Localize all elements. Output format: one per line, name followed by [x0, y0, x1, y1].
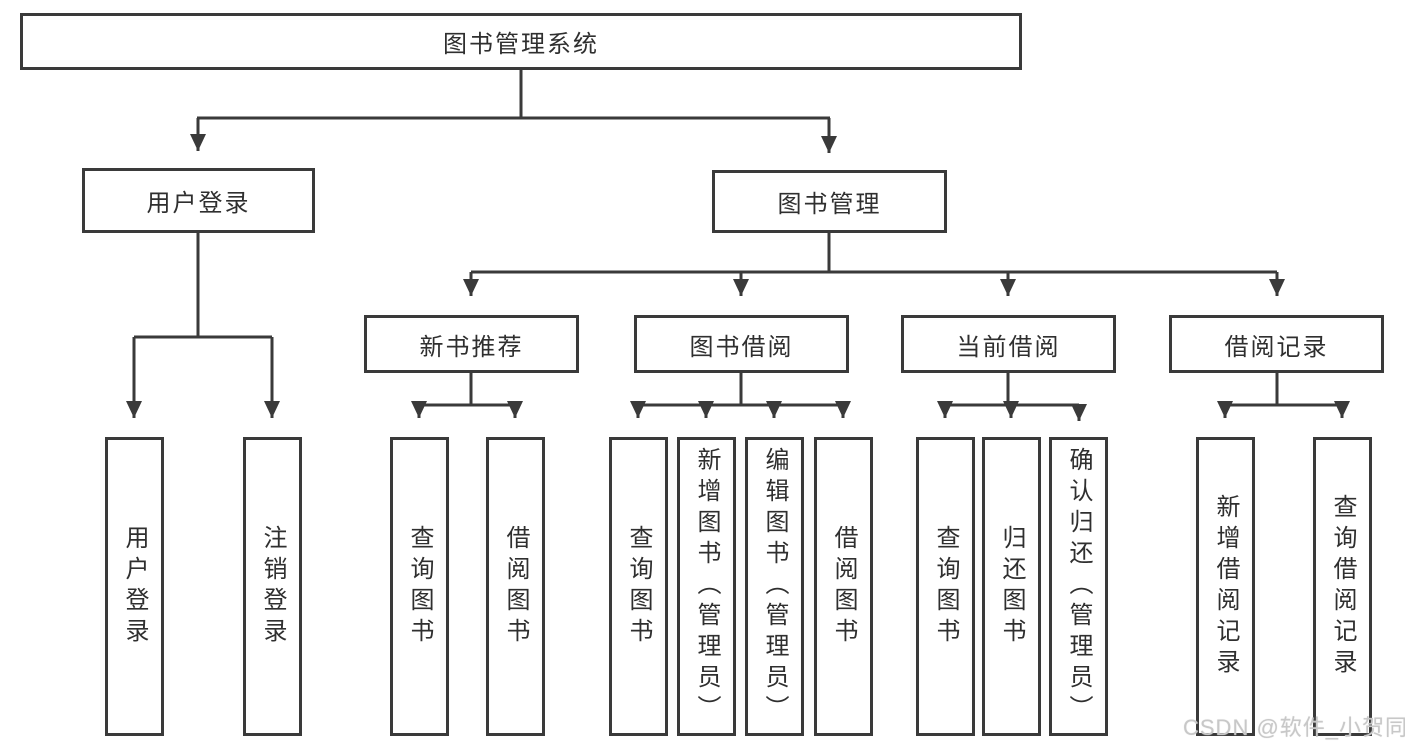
node-borrow-records: 借阅记录	[1169, 315, 1384, 373]
node-new-book-recommend: 新书推荐	[364, 315, 579, 373]
leaf-records-add-record: 新增借阅记录	[1196, 437, 1255, 736]
node-user-login: 用户登录	[82, 168, 315, 233]
leaf-borrow-edit-books-admin: 编辑图书（管理员）	[745, 437, 804, 736]
node-current-borrow: 当前借阅	[901, 315, 1116, 373]
leaf-borrow-borrow-books: 借阅图书	[814, 437, 873, 736]
leaf-current-query-books: 查询图书	[916, 437, 975, 736]
leaf-newbook-query-books: 查询图书	[390, 437, 449, 736]
node-book-management: 图书管理	[712, 170, 947, 233]
leaf-current-confirm-return-admin: 确认归还（管理员）	[1049, 437, 1108, 736]
leaf-current-return-books: 归还图书	[982, 437, 1041, 736]
leaf-logout: 注销登录	[243, 437, 302, 736]
leaf-borrow-add-books-admin: 新增图书（管理员）	[677, 437, 736, 736]
leaf-user-login: 用户登录	[105, 437, 164, 736]
csdn-watermark: CSDN @软件_小贺同学	[1183, 715, 1405, 740]
node-root-system: 图书管理系统	[20, 13, 1022, 70]
leaf-records-query-record: 查询借阅记录	[1313, 437, 1372, 736]
leaf-borrow-query-books: 查询图书	[609, 437, 668, 736]
leaf-newbook-borrow-books: 借阅图书	[486, 437, 545, 736]
node-book-borrow: 图书借阅	[634, 315, 849, 373]
